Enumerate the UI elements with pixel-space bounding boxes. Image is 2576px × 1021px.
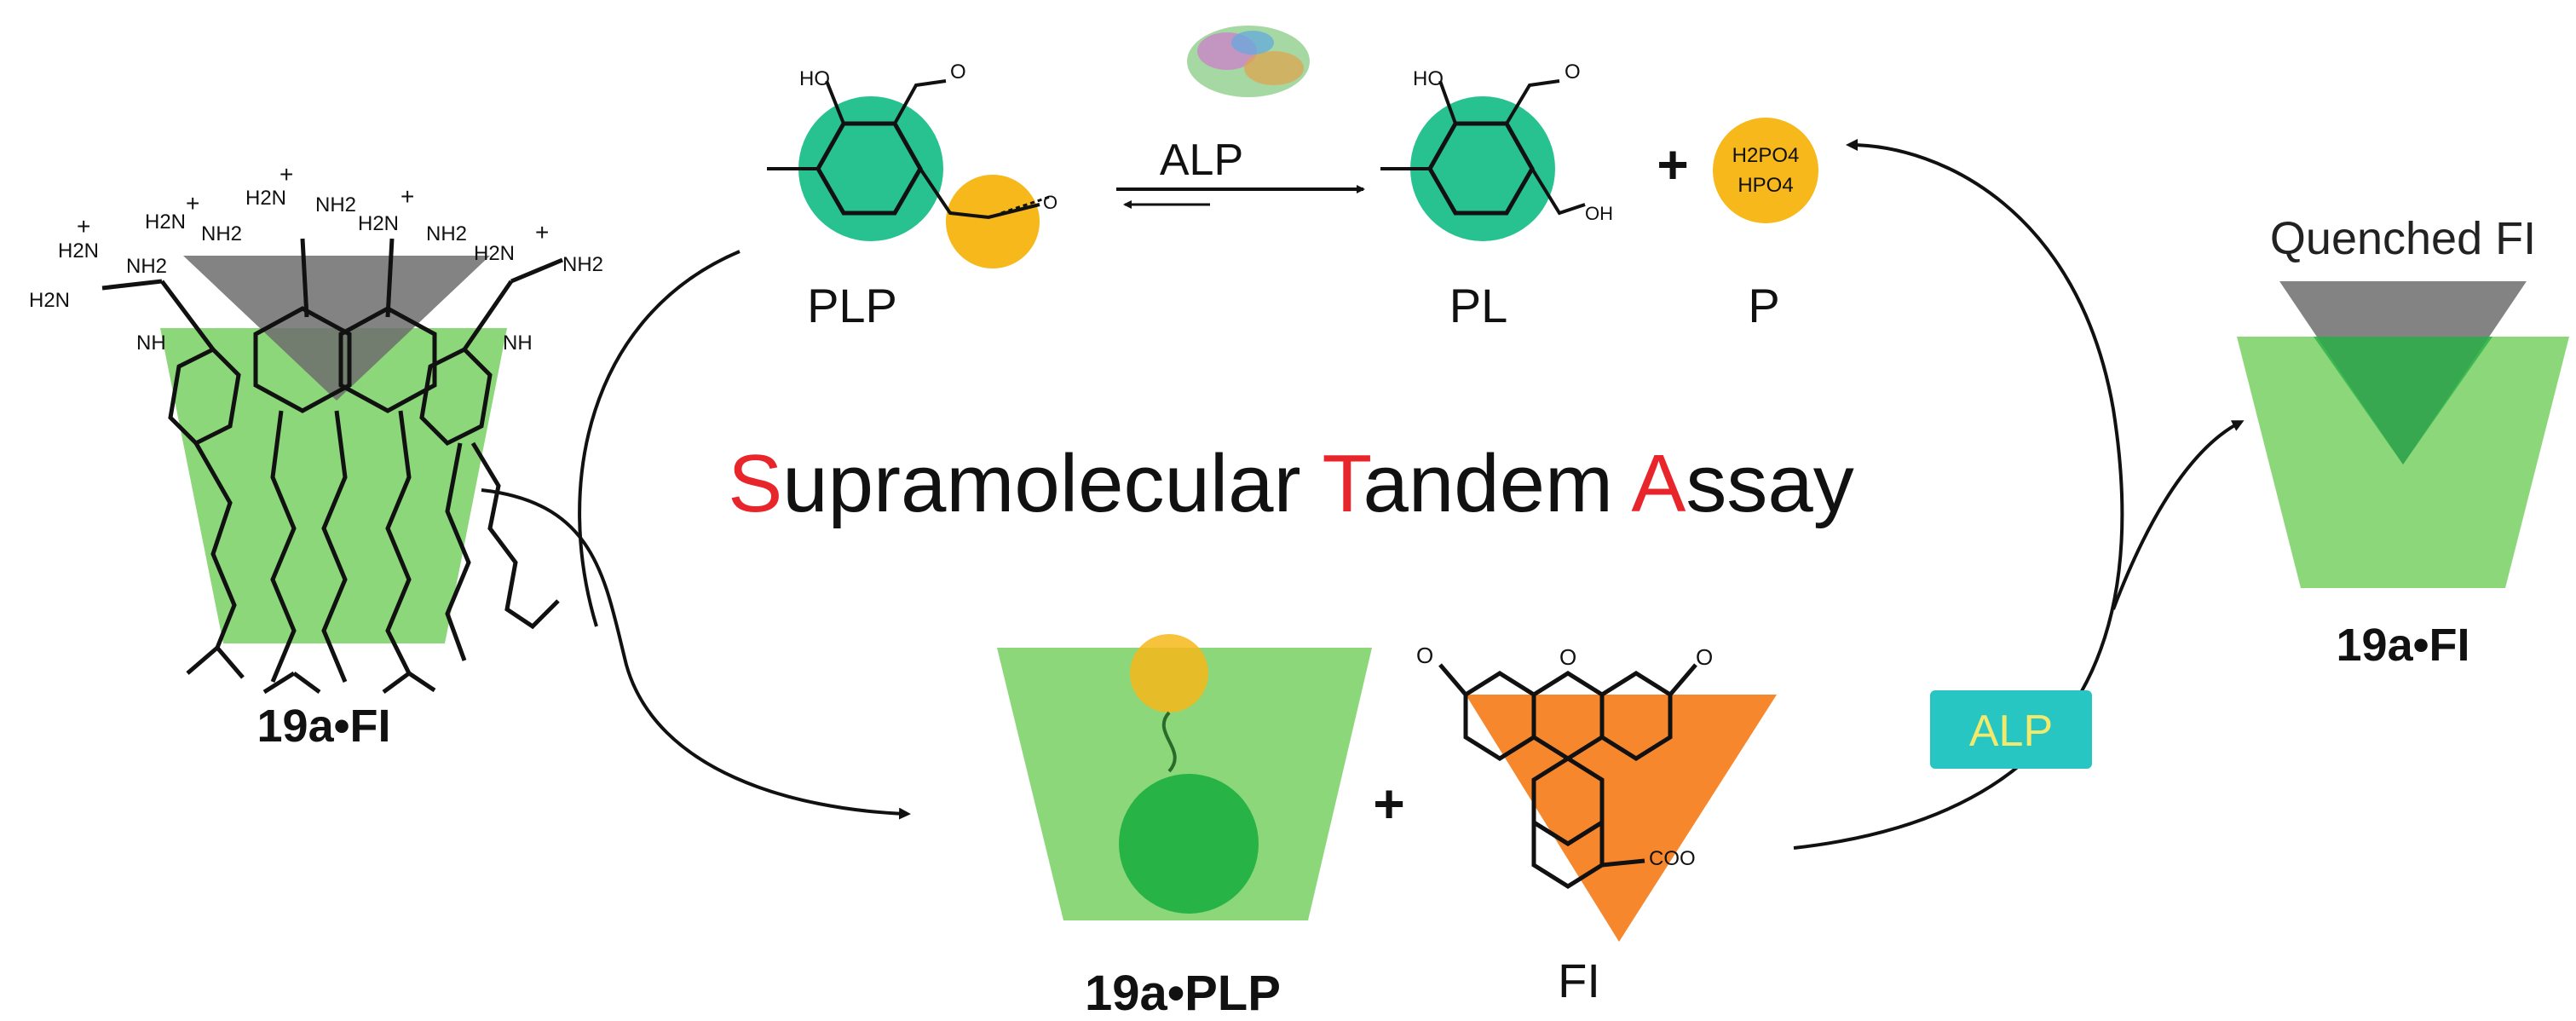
atom-label: NH [503, 332, 533, 355]
atom-label: NH2 [562, 253, 603, 276]
charge-label: + [535, 219, 549, 245]
phosphate-circle [1713, 118, 1818, 223]
atom-label: HO [1413, 67, 1444, 90]
label-19a-fl-left: 19a•FI [257, 701, 391, 752]
charge-label: + [401, 183, 414, 210]
fluorescein-triangle [1466, 695, 1777, 942]
alp-badge: ALP [1930, 690, 2092, 769]
atom-label: H2PO4 [1732, 144, 1800, 167]
cycle-arrow-to-quenched [2112, 420, 2245, 610]
atom-label: O [1696, 644, 1713, 670]
atom-label: HPO4 [1738, 174, 1793, 197]
atom-label: H2N [358, 212, 399, 235]
atom-label: O [1043, 192, 1057, 213]
label-pl: PL [1449, 279, 1508, 332]
pyridine-ring-circle [1410, 96, 1555, 241]
pyridine-ring-circle [1119, 774, 1259, 914]
atom-label: H2N [58, 239, 99, 262]
host-complex-left: H2N H2N + NH2 NH H2N + NH2 H2N + NH2 H2N… [29, 161, 603, 695]
calixarene-skeleton [101, 238, 563, 695]
title-word: ssay [1686, 438, 1853, 529]
label-alp-enzyme: ALP [1160, 136, 1243, 185]
plp-molecule: HO O O [767, 61, 1057, 268]
host-plp-complex [997, 634, 1372, 920]
atom-label: NH2 [126, 255, 167, 278]
atom-label: H2N [474, 242, 515, 265]
overlap-dark-green [2314, 337, 2492, 464]
label-19a-fl-right: 19a•FI [2337, 620, 2470, 671]
atom-label: H2N [145, 211, 186, 234]
atom-label: NH [136, 332, 166, 355]
atom-label: COO [1649, 847, 1696, 870]
atom-label: H2N [245, 187, 286, 210]
title-word: upramolecular [782, 438, 1322, 529]
title-accent-letter: S [728, 438, 782, 529]
atom-label: O [1565, 61, 1581, 84]
label-phosphate: P [1748, 279, 1779, 332]
host-complex-right [2237, 281, 2569, 588]
fluorescein-molecule: O O O COO [1416, 643, 1777, 942]
charge-label: + [186, 190, 199, 216]
label-plp: PLP [807, 279, 897, 332]
atom-label: O [1416, 643, 1433, 668]
title-accent-letter: T [1322, 438, 1370, 529]
cycle-arrow-left-top [578, 250, 741, 627]
charge-label: + [279, 161, 293, 187]
phosphate-product: H2PO4 HPO4 [1713, 118, 1818, 223]
phosphate-circle [1130, 634, 1208, 712]
title-supramolecular-tandem-assay: Supramolecular Tandem Assay [728, 438, 1854, 529]
phosphate-circle [946, 175, 1040, 268]
charge-label: + [77, 213, 90, 239]
title-accent-letter: A [1631, 438, 1686, 529]
cycle-arrow-right [1793, 139, 2124, 850]
alp-enzyme-structure-icon [1187, 26, 1310, 97]
cycle-arrow-left-bottom [481, 488, 911, 820]
alp-badge-label: ALP [1969, 707, 2053, 756]
label-fluorescein: FI [1558, 954, 1600, 1007]
atom-label: O [950, 61, 966, 84]
green-cup-left [160, 328, 507, 643]
atom-label: HO [799, 67, 830, 90]
atom-label: O [1559, 644, 1576, 670]
label-19a-plp: 19a•PLP [1085, 966, 1281, 1021]
pl-molecule: HO O OH [1380, 61, 1613, 241]
plus-sign-top: + [1657, 134, 1688, 195]
atom-label: NH2 [426, 222, 467, 245]
atom-label: H2N [29, 289, 70, 312]
atom-label: NH2 [315, 193, 356, 216]
title-word: andem [1363, 438, 1631, 529]
label-quenched-fl: Quenched FI [2270, 213, 2536, 264]
atom-label: OH [1585, 203, 1613, 224]
plus-sign-bottom: + [1373, 773, 1404, 834]
pyridine-ring-circle [798, 96, 943, 241]
atom-label: NH2 [201, 222, 242, 245]
